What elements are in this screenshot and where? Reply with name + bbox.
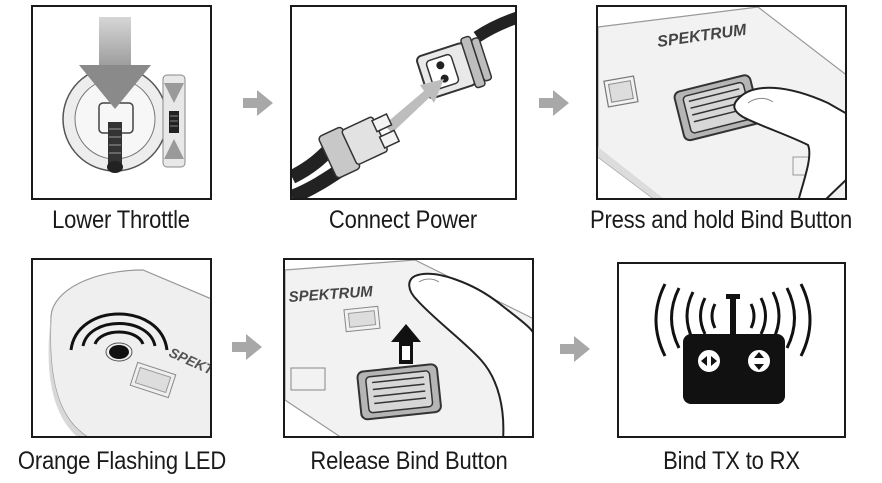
receiver-brand-label: SPEKTRUM (288, 283, 374, 306)
step-panel-lower-throttle (31, 5, 212, 200)
battery-connector-icon (292, 12, 515, 198)
throttle-stick-down-icon (62, 17, 186, 173)
next-step-arrow-icon (232, 334, 262, 360)
step-panel-press-bind: SPEKTRUM (596, 5, 847, 200)
flashing-led-icon: SPEKTRUM (48, 269, 210, 436)
step-panel-connect-power (290, 5, 517, 200)
next-step-arrow-icon (539, 90, 569, 116)
transmitter-signal-icon (654, 283, 812, 404)
press-bind-button-icon: SPEKTRUM (598, 7, 845, 198)
step-caption-release-bind: Release Bind Button (310, 447, 508, 475)
step-caption-lower-throttle: Lower Throttle (52, 206, 190, 234)
step-panel-release-bind: SPEKTRUM (283, 258, 534, 438)
step-caption-orange-led: Orange Flashing LED (17, 447, 227, 475)
step-caption-press-bind: Press and hold Bind Button (589, 206, 853, 234)
next-step-arrow-icon (560, 336, 590, 362)
step-caption-connect-power: Connect Power (328, 206, 478, 234)
step-panel-bind-tx (617, 262, 846, 438)
release-bind-button-icon: SPEKTRUM (285, 260, 532, 436)
step-caption-bind-tx: Bind TX to RX (663, 447, 800, 475)
step-panel-orange-led: SPEKTRUM (31, 258, 212, 438)
next-step-arrow-icon (243, 90, 273, 116)
